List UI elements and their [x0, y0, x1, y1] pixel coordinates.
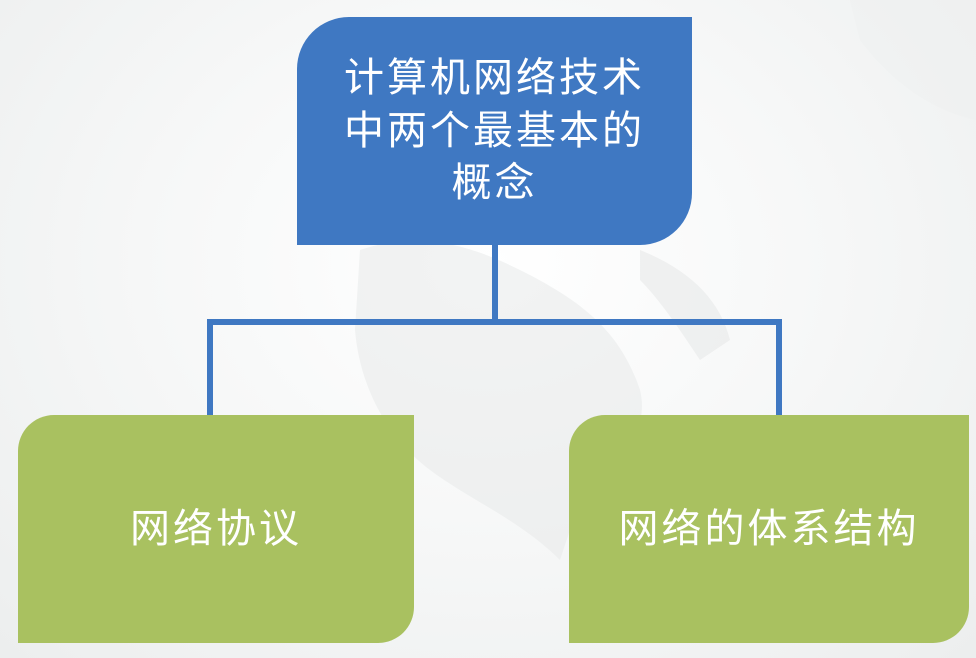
- child-node-network-architecture: 网络的体系结构: [569, 415, 969, 643]
- root-node: 计算机网络技术中两个最基本的概念: [297, 17, 692, 245]
- child-node-label: 网络协议: [130, 505, 302, 552]
- child-node-label: 网络的体系结构: [618, 505, 920, 552]
- child-node-network-protocol: 网络协议: [18, 415, 414, 643]
- root-node-label: 计算机网络技术中两个最基本的概念: [344, 54, 645, 207]
